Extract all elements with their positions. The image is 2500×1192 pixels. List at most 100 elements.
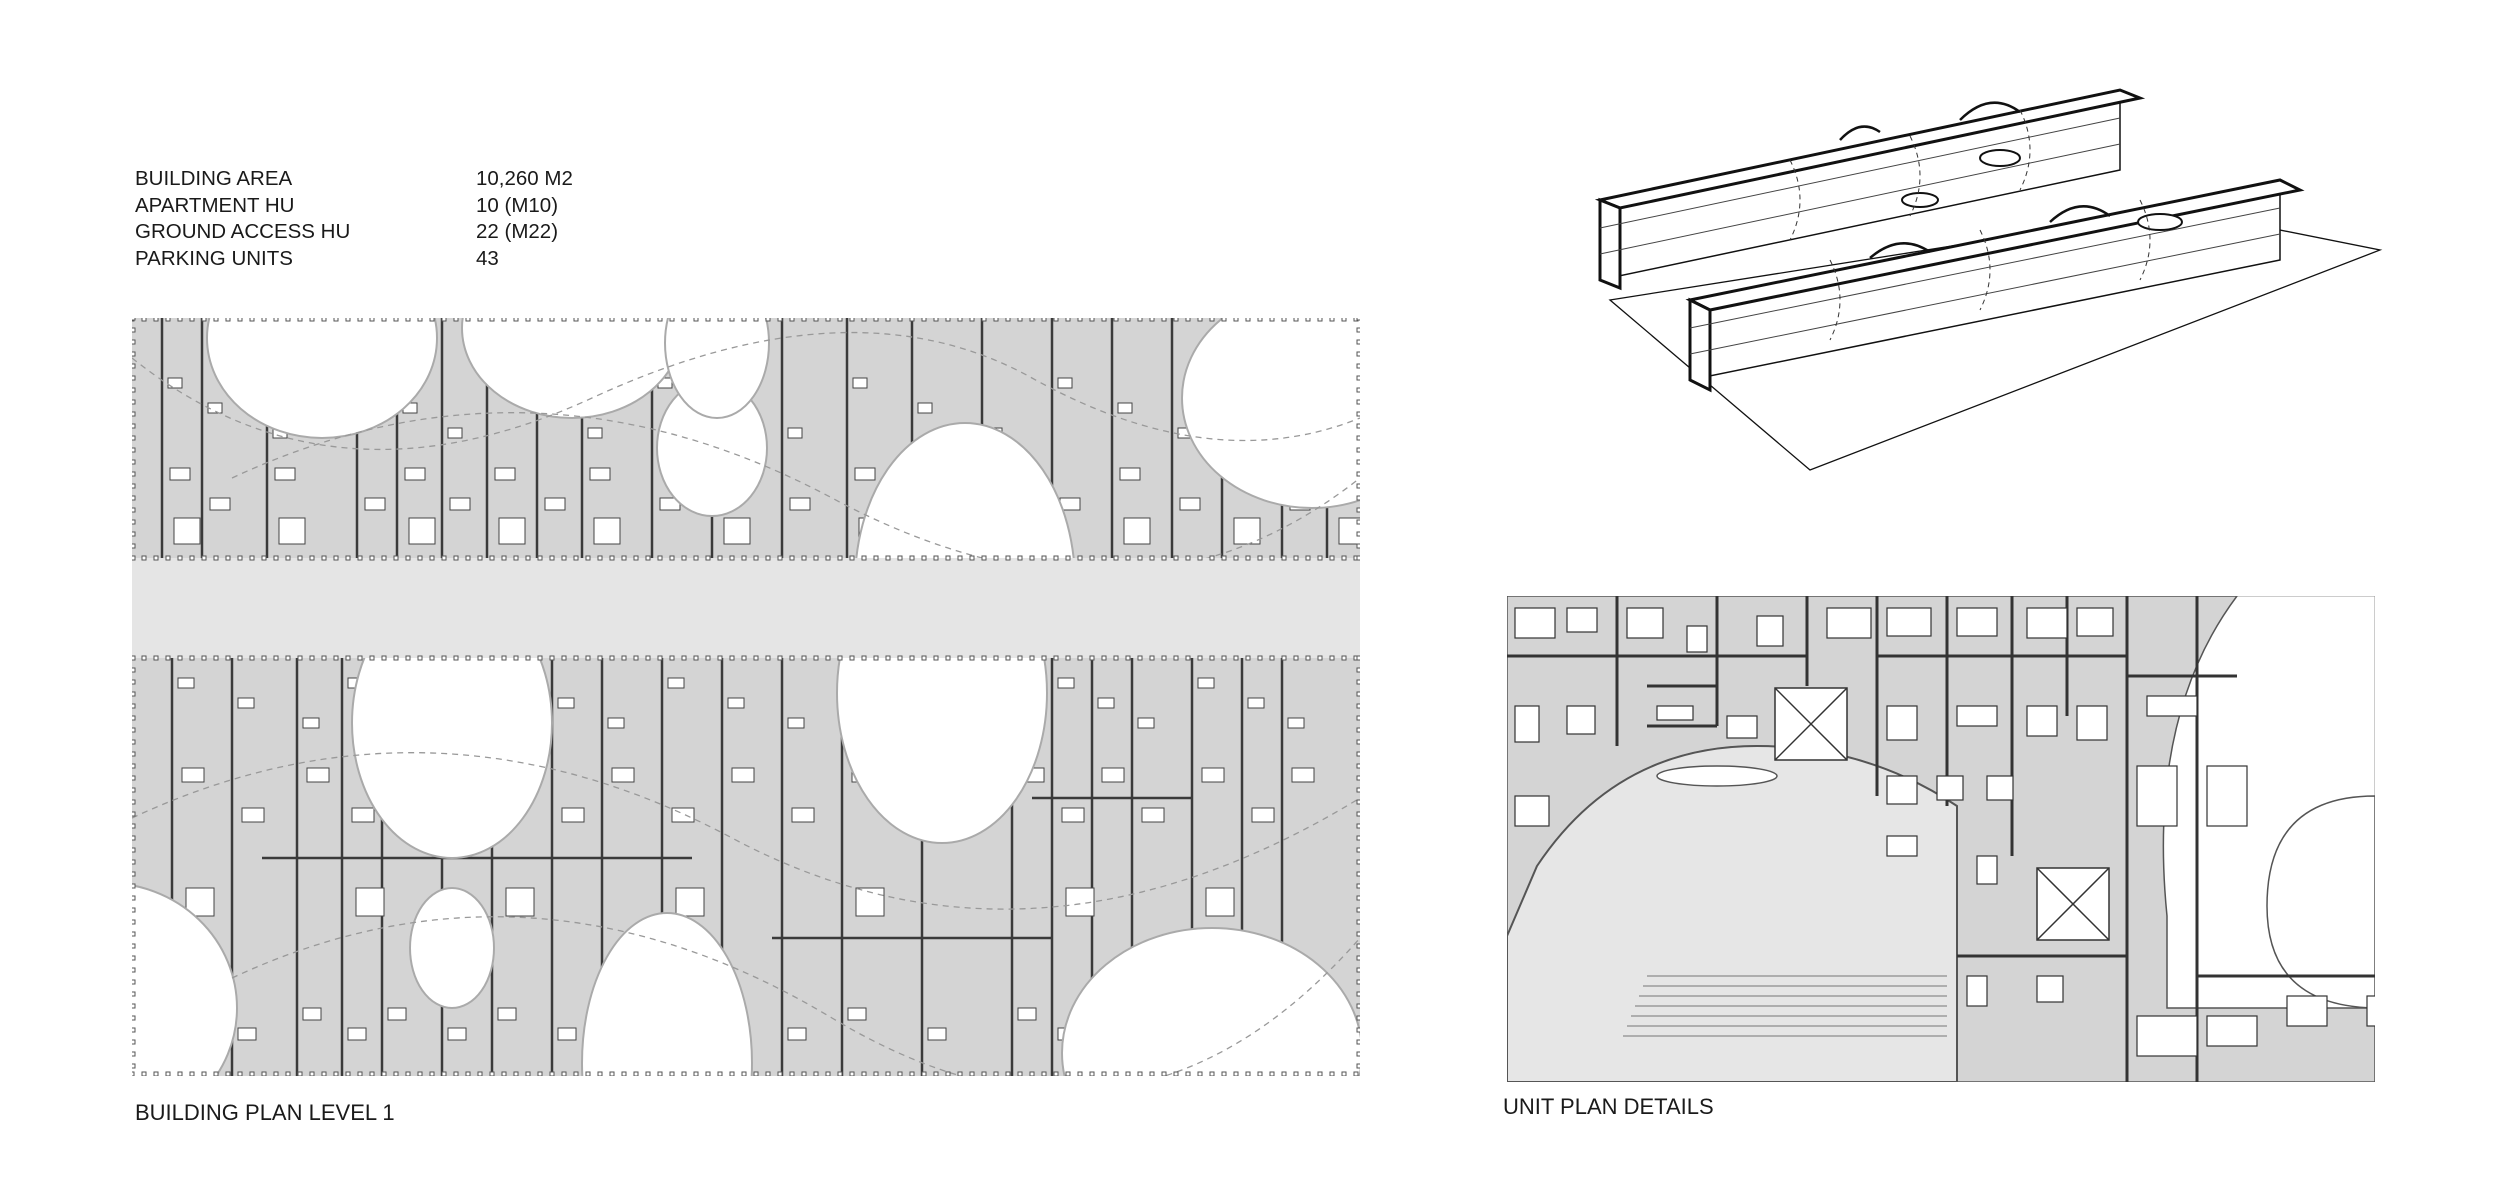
grid-tick — [537, 318, 543, 322]
grid-tick — [981, 1071, 987, 1076]
grid-tick — [132, 835, 136, 841]
grid-tick — [801, 1071, 807, 1076]
grid-tick — [132, 483, 136, 489]
circulation-path — [132, 331, 1360, 451]
grid-tick — [1356, 763, 1360, 769]
grid-tick — [1161, 1071, 1167, 1076]
grid-tick — [285, 655, 291, 661]
grid-tick — [873, 555, 879, 561]
grid-tick — [249, 318, 255, 322]
grid-tick — [1137, 655, 1143, 661]
unit-furniture-piece — [1514, 795, 1550, 827]
grid-tick — [885, 655, 891, 661]
grid-tick — [453, 1071, 459, 1076]
grid-tick — [132, 387, 136, 393]
furniture-piece — [447, 1027, 467, 1041]
grid-tick — [1113, 555, 1119, 561]
grid-tick — [525, 655, 531, 661]
grid-tick — [177, 655, 183, 661]
grid-tick — [741, 555, 747, 561]
grid-tick — [1356, 775, 1360, 781]
grid-tick — [132, 507, 136, 513]
grid-tick — [165, 318, 171, 322]
grid-tick — [1101, 555, 1107, 561]
grid-tick — [1356, 1003, 1360, 1009]
grid-tick — [993, 318, 999, 322]
unit-furniture-piece — [2026, 705, 2058, 737]
grid-tick — [657, 1071, 663, 1076]
grid-tick — [189, 318, 195, 322]
grid-tick — [537, 555, 543, 561]
grid-tick — [1173, 655, 1179, 661]
grid-tick — [1269, 555, 1275, 561]
grid-tick — [1269, 1071, 1275, 1076]
grid-tick — [597, 1071, 603, 1076]
grid-tick — [861, 555, 867, 561]
grid-tick — [1356, 423, 1360, 429]
grid-tick — [1053, 1071, 1059, 1076]
grid-tick — [1356, 1015, 1360, 1021]
grid-tick — [1221, 655, 1227, 661]
grid-tick — [1149, 555, 1155, 561]
grid-tick — [1197, 555, 1203, 561]
grid-tick — [513, 1071, 519, 1076]
grid-tick — [909, 655, 915, 661]
grid-tick — [333, 1071, 339, 1076]
grid-tick — [1356, 447, 1360, 453]
grid-tick — [405, 655, 411, 661]
grid-tick — [885, 555, 891, 561]
grid-tick — [321, 1071, 327, 1076]
grid-tick — [225, 555, 231, 561]
grid-tick — [489, 555, 495, 561]
grid-tick — [705, 655, 711, 661]
grid-tick — [777, 655, 783, 661]
courtyard-void — [1181, 318, 1360, 509]
grid-tick — [621, 555, 627, 561]
grid-tick — [1089, 318, 1095, 322]
grid-tick — [417, 318, 423, 322]
grid-tick — [369, 555, 375, 561]
south-block-voids — [132, 658, 1360, 1076]
grid-tick — [345, 655, 351, 661]
furniture-piece — [791, 807, 815, 823]
unit-furniture-piece — [2206, 765, 2248, 827]
unit-furniture-piece — [1886, 835, 1918, 857]
unit-furniture-piece — [1986, 775, 2014, 801]
grid-tick — [1101, 318, 1107, 322]
furniture-piece — [557, 1027, 577, 1041]
grid-tick — [693, 655, 699, 661]
grid-tick — [957, 555, 963, 561]
grid-tick — [1305, 318, 1311, 322]
courtyard-void — [409, 887, 495, 1009]
grid-tick — [1065, 555, 1071, 561]
grid-tick — [132, 1015, 136, 1021]
furniture-piece — [494, 467, 516, 481]
unit-furniture-piece — [2026, 607, 2068, 639]
stat-label: GROUND ACCESS HU — [135, 220, 351, 243]
furniture-piece — [274, 467, 296, 481]
grid-tick — [849, 1071, 855, 1076]
grid-tick — [801, 318, 807, 322]
grid-tick — [1149, 655, 1155, 661]
grid-tick — [393, 318, 399, 322]
grid-tick — [609, 655, 615, 661]
grid-tick — [132, 955, 136, 961]
grid-tick — [825, 318, 831, 322]
grid-tick — [429, 655, 435, 661]
grid-tick — [132, 775, 136, 781]
grid-tick — [132, 895, 136, 901]
grid-tick — [1356, 943, 1360, 949]
grid-tick — [777, 318, 783, 322]
grid-tick — [1356, 399, 1360, 405]
grid-tick — [321, 655, 327, 661]
grid-tick — [1209, 555, 1215, 561]
grid-tick — [1356, 955, 1360, 961]
grid-tick — [1221, 555, 1227, 561]
grid-tick — [201, 1071, 207, 1076]
grid-tick — [381, 655, 387, 661]
north-block-voids — [206, 318, 1360, 558]
grid-tick — [597, 318, 603, 322]
grid-tick — [633, 1071, 639, 1076]
furniture-piece — [557, 697, 575, 709]
furniture-piece — [544, 497, 566, 511]
